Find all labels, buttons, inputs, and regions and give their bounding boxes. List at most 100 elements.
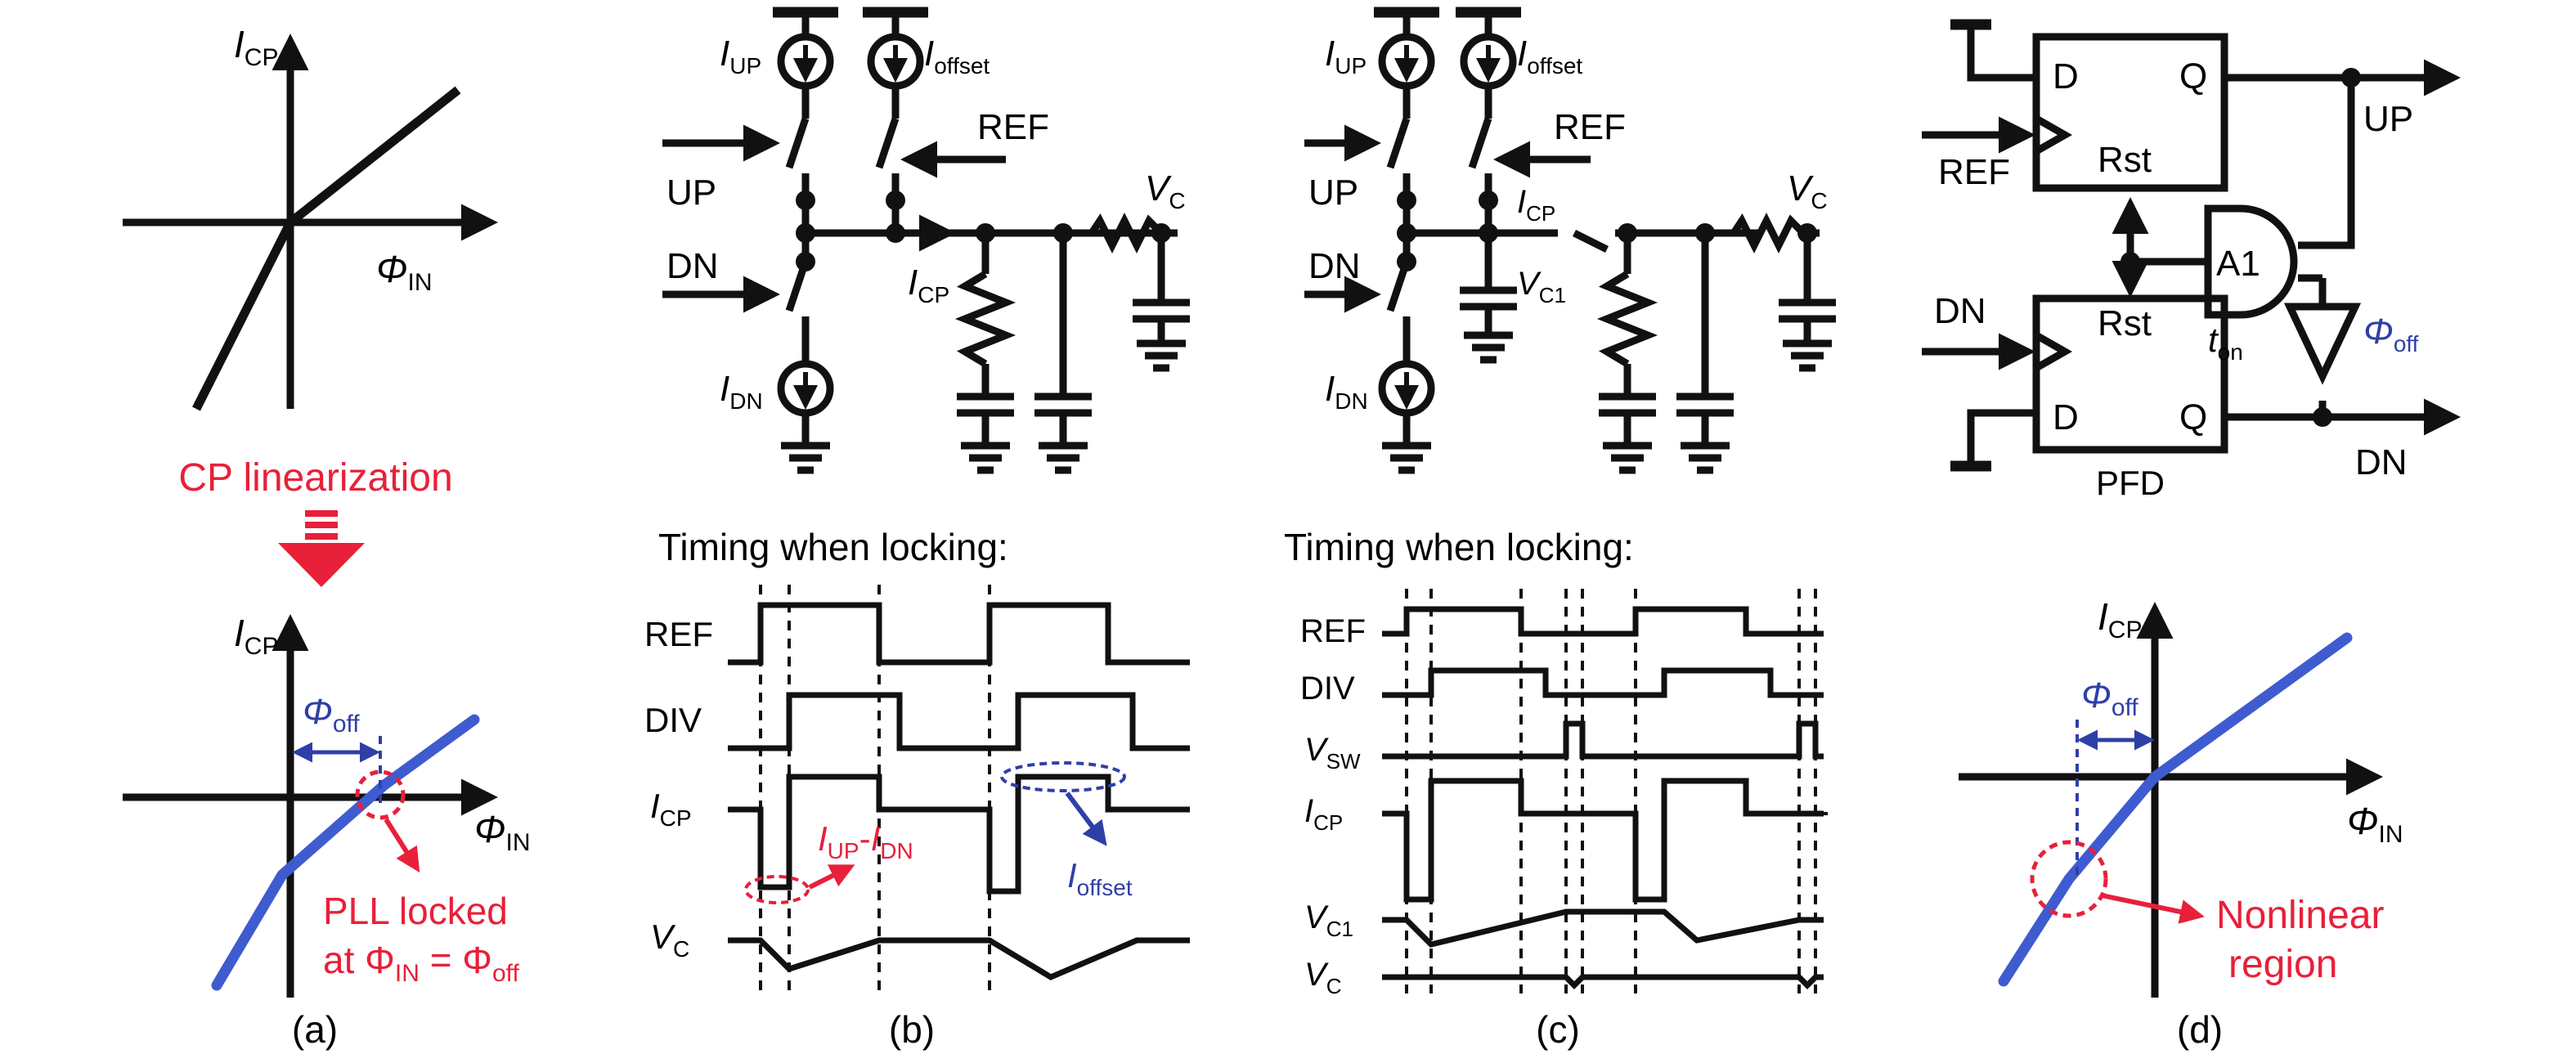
c-t-div: DIV: [1300, 671, 1355, 706]
d-nonlinear-marker: [2030, 840, 2108, 918]
b-t-ref: REF: [644, 615, 713, 653]
d-bottom-flipflop: [2032, 294, 2228, 454]
b-timing: [728, 602, 1194, 980]
d-transfer-curve: [1998, 632, 2353, 987]
c-t-vsw: VSW: [1304, 732, 1361, 774]
d-bot-d: D: [2053, 397, 2079, 437]
c-vsw-wave: [1382, 720, 1824, 760]
d-ref-label: REF: [1938, 152, 2010, 192]
d-nonlinear-line2: region: [2228, 943, 2337, 986]
d-ton-label: ton: [2208, 321, 2243, 365]
d-up-label: UP: [2363, 99, 2413, 139]
a-caption: (a): [292, 1008, 338, 1051]
a2-y-label: ICP: [234, 612, 278, 660]
c-up-switch: [1386, 117, 1411, 169]
a2-x-label: ΦIN: [474, 808, 531, 856]
c-icp-wave: [1382, 778, 1824, 903]
b-caption: (b): [889, 1008, 935, 1051]
d-pfd-schematic: [1922, 19, 2461, 472]
d-caption: (d): [2177, 1008, 2223, 1051]
c-sw-switch: [1572, 229, 1609, 253]
d-x-label: ΦIN: [2347, 800, 2403, 848]
b-vc-wave: [728, 937, 1190, 980]
c-ref-label: REF: [1554, 107, 1626, 147]
c-caption: (c): [1536, 1008, 1580, 1051]
d-dn-in-label: DN: [1934, 291, 1986, 331]
d-top-rst: Rst: [2098, 140, 2152, 180]
b-ref-wave: [728, 602, 1190, 666]
b-up-label: UP: [666, 173, 716, 213]
panel-b: IUP Ioffset REF UP DN ICP VC IDN Timing …: [644, 7, 1194, 1051]
d-top-q: Q: [2179, 56, 2207, 96]
b-t-div: DIV: [644, 701, 702, 739]
a2-lock-arrow: [384, 818, 420, 873]
c-iup-label: IUP: [1325, 34, 1367, 78]
b-div-wave: [728, 692, 1190, 751]
c-div-wave: [1382, 667, 1824, 698]
c-t-icp: ICP: [1304, 793, 1343, 835]
d-top-d: D: [2053, 56, 2079, 96]
b-icp-label: ICP: [908, 262, 949, 307]
c-timing-guides: [1405, 589, 1817, 993]
c-t-ref: REF: [1300, 613, 1366, 649]
a2-transfer-curve: [211, 714, 480, 991]
c-circuit: [1304, 7, 1836, 474]
d-bot-rst: Rst: [2098, 303, 2152, 343]
panel-a: ICP ΦIN CP linearization ICP ΦIN Φoff PL…: [123, 23, 531, 1051]
b-ioffset-marker: [1000, 761, 1126, 792]
b-t-vc: VC: [650, 917, 689, 962]
b-idn-label: IDN: [720, 369, 763, 414]
c-ioffset-label: Ioffset: [1517, 34, 1582, 78]
d-nonlinear-line1: Nonlinear: [2216, 894, 2384, 937]
d-pfd-label: PFD: [2096, 464, 2165, 502]
d-a1-label: A1: [2216, 244, 2260, 284]
c-circuit-dots: [1397, 191, 1817, 271]
c-timing: [1382, 606, 1832, 989]
d-nonlinear-arrow: [2101, 893, 2205, 924]
c-ref-switch: [1468, 117, 1492, 169]
b-iup-idn-arrow: [808, 864, 855, 890]
b-ioffset-arrow: [1065, 792, 1107, 846]
b-t-icp: ICP: [650, 787, 692, 831]
panel-a-bottom-plot: [123, 614, 498, 998]
panel-c: IUP Ioffset REF UP DN ICP VC1 VC IDN Tim…: [1284, 7, 1836, 1051]
d-and-gate-a1: [2204, 204, 2298, 319]
panel-d: D Q Rst REF UP A1 ton Φoff DN Rst D Q PF…: [1922, 19, 2461, 1051]
d-bot-q: Q: [2179, 397, 2207, 437]
d-phi-off-label: Φoff: [2363, 312, 2419, 357]
c-vc1-label: VC1: [1517, 266, 1566, 307]
b-vc-label: VC: [1145, 168, 1186, 213]
a-x-label: ΦIN: [376, 248, 433, 296]
b-up-switch: [785, 117, 810, 169]
b-iup-label: IUP: [720, 34, 761, 78]
c-t-vc1: VC1: [1304, 899, 1353, 941]
c-t-vc: VC: [1304, 957, 1341, 998]
c-ref-wave: [1382, 606, 1824, 637]
c-timing-title: Timing when locking:: [1284, 526, 1634, 568]
a2-phi-off-label: Φoff: [303, 692, 360, 738]
panel-a-top-plot: [123, 34, 498, 411]
c-icp-label: ICP: [1517, 184, 1555, 226]
c-idn-label: IDN: [1325, 369, 1368, 414]
a2-lock-point-marker: [355, 769, 406, 820]
b-ioffset-ann: Ioffset: [1067, 856, 1133, 900]
c-vc-label: VC: [1787, 168, 1828, 213]
b-icp-wave: [728, 774, 1190, 895]
a2-locked-line2: at ΦIN = Φoff: [323, 939, 519, 987]
b-dn-label: DN: [666, 246, 719, 286]
b-iup-idn-label: IUP-IDN: [818, 819, 913, 863]
c-dn-label: DN: [1308, 246, 1361, 286]
b-iup-idn-marker: [744, 875, 810, 904]
b-timing-title: Timing when locking:: [658, 526, 1008, 568]
c-vc-wave: [1382, 974, 1824, 989]
b-circuit-dots: [796, 191, 1171, 271]
a-cp-linearization-label: CP linearization: [178, 456, 452, 500]
a2-locked-line1: PLL locked: [323, 890, 508, 932]
a-down-arrow: [278, 510, 365, 587]
d-dn-out-label: DN: [2355, 442, 2408, 482]
d-y-label: ICP: [2098, 595, 2142, 644]
c-vc1-wave: [1382, 908, 1824, 948]
a-transfer-curve: [192, 86, 461, 411]
b-ioffset-label: Ioffset: [924, 34, 990, 78]
